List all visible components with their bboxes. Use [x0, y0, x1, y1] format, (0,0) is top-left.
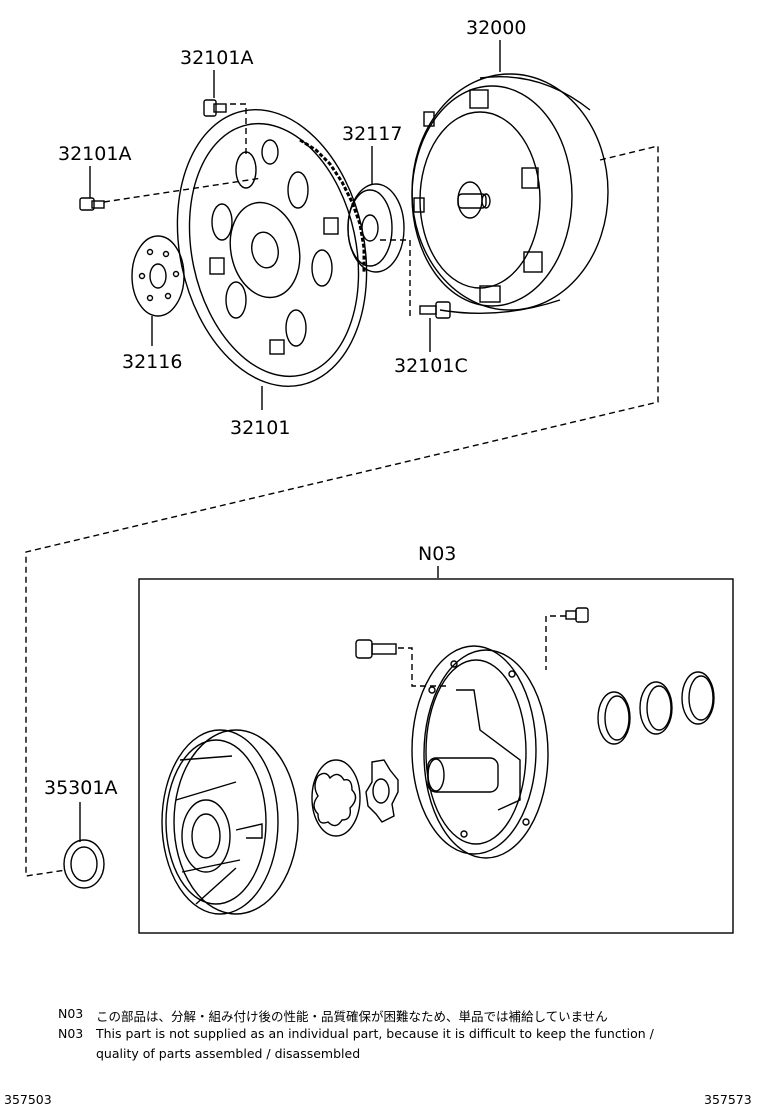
label-plate: 32116	[122, 351, 182, 373]
label-oil-seal: 35301A	[44, 777, 117, 799]
pump-assembly-box	[138, 578, 734, 934]
inner-gear-illustration	[365, 759, 399, 823]
footer-code-left: 357503	[4, 1092, 52, 1107]
label-spacer: 32117	[342, 123, 402, 145]
pump-body-illustration	[411, 645, 549, 859]
note-text-english: This part is not supplied as an individu…	[96, 1026, 654, 1041]
drive-plate-illustration	[176, 109, 368, 387]
seal-rings-illustration	[597, 671, 715, 745]
label-drive-plate: 32101	[230, 417, 290, 439]
pump-bolt-large-illustration	[355, 639, 397, 659]
note-code-2: N03	[58, 1026, 84, 1041]
label-pump-assembly: N03	[418, 543, 456, 565]
footer-code-right: 357573	[704, 1092, 752, 1107]
bolt-c-illustration	[419, 301, 451, 319]
label-bolt-c: 32101C	[394, 355, 468, 377]
note-text-japanese: この部品は、分解・組み付け後の性能・品質確保が困難なため、単品では補給していませ…	[96, 1009, 608, 1024]
plate-illustration	[131, 235, 185, 317]
note-code-1: N03	[58, 1006, 84, 1021]
label-torque-converter: 32000	[466, 17, 526, 39]
torque-converter-illustration	[411, 73, 609, 315]
spacer-illustration	[347, 183, 405, 273]
label-bolt-left: 32101A	[58, 143, 131, 165]
bolt-left-illustration	[79, 197, 105, 211]
label-bolt-top: 32101A	[180, 47, 253, 69]
pump-bolt-small-illustration	[565, 607, 589, 623]
pump-cover-illustration	[161, 729, 299, 915]
bolt-top-illustration	[203, 99, 227, 117]
outer-gear-illustration	[311, 759, 361, 837]
oil-seal-illustration	[63, 839, 105, 889]
note-text-english-cont: quality of parts assembled / disassemble…	[96, 1046, 361, 1061]
